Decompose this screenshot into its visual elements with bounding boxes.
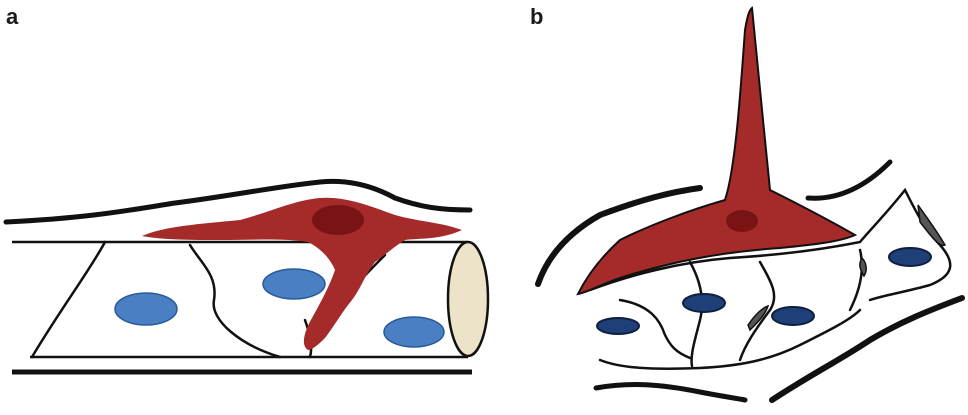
panel-b-membrane-top-right: [808, 162, 890, 198]
dark-nucleus: [889, 248, 931, 266]
endothelial-nucleus: [384, 317, 444, 347]
pericyte-nucleus: [312, 205, 364, 235]
dark-process: [918, 205, 945, 245]
panel-b: b: [530, 4, 962, 400]
stellate-cell-nucleus: [726, 210, 758, 232]
dark-nucleus: [683, 294, 725, 312]
panel-a: a: [6, 4, 488, 372]
panel-a-label: a: [6, 4, 19, 29]
endothelial-nucleus: [263, 269, 325, 299]
vessel-opening: [448, 242, 488, 356]
dark-nucleus: [772, 307, 814, 325]
panel-a-upper-membrane: [6, 181, 470, 222]
panel-b-membrane-bottom: [596, 385, 745, 400]
dark-nucleus: [597, 318, 639, 334]
endothelial-nucleus: [115, 293, 177, 325]
panel-b-label: b: [530, 4, 543, 29]
